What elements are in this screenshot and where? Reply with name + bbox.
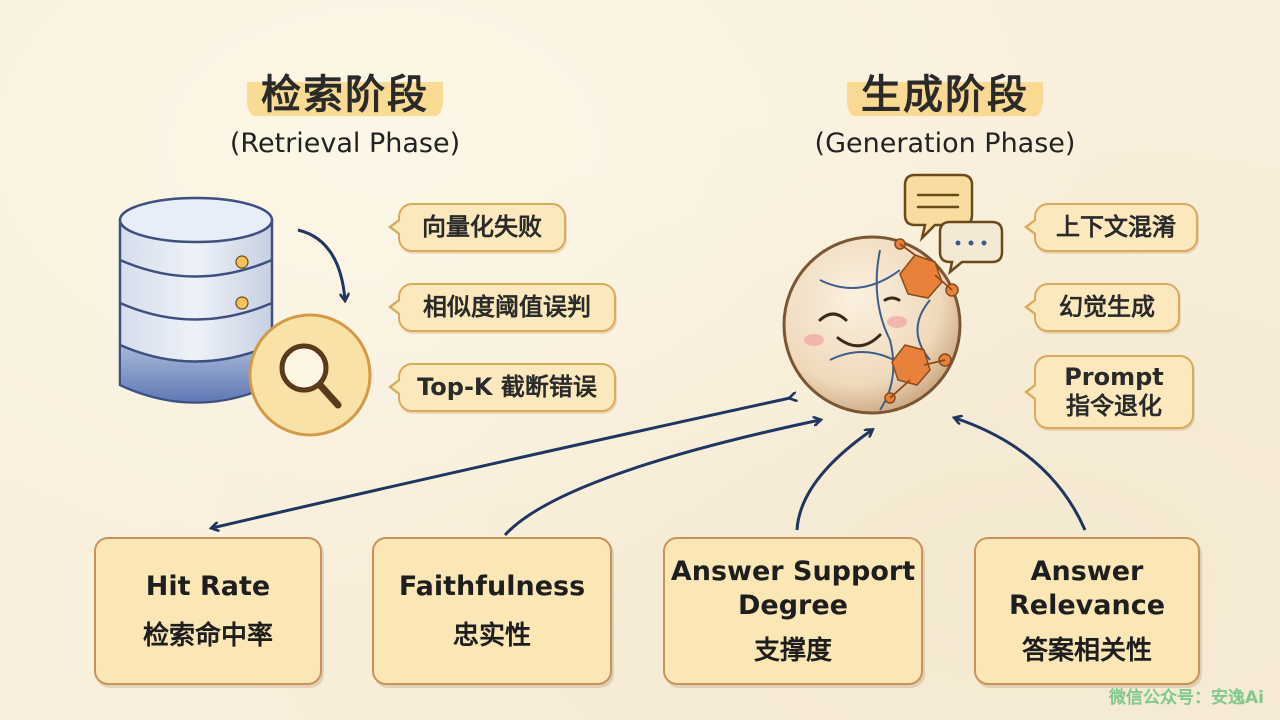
generation-phase-title: 生成阶段 (Generation Phase) <box>770 60 1120 159</box>
arrow-support <box>795 430 872 531</box>
metric-en: Hit Rate <box>145 570 271 602</box>
generation-issue-tag: 上下文混淆 <box>1024 203 1198 252</box>
retrieval-phase-title: 检索阶段 (Retrieval Phase) <box>170 60 520 159</box>
retrieval-flow-arrow <box>297 228 345 300</box>
metric-en: Answer <box>1030 555 1144 587</box>
arrow-hit-rate <box>212 398 790 528</box>
tag-line-2: 指令退化 <box>1066 391 1162 420</box>
metric-en-line2: Relevance <box>1008 589 1166 621</box>
metric-en: Faithfulness <box>398 570 586 602</box>
retrieval-issue-tag: 相似度阈值误判 <box>388 283 616 332</box>
arrow-relevance <box>955 418 1087 531</box>
metric-zh: 支撑度 <box>753 636 832 667</box>
arrow-faithfulness <box>503 420 820 537</box>
metric-zh: 忠实性 <box>452 621 531 652</box>
brain-sphere-icon <box>782 235 962 415</box>
generation-issue-tag: Prompt 指令退化 <box>1024 355 1194 429</box>
metric-card-faithfulness: Faithfulness 忠实性 <box>372 537 612 685</box>
watermark: 微信公众号：安逸Ai <box>1109 688 1264 708</box>
generation-title-en: (Generation Phase) <box>814 128 1076 159</box>
speech-bubble-icon <box>903 173 1004 276</box>
generation-title-zh: 生成阶段 <box>847 60 1043 122</box>
retrieval-title-zh: 检索阶段 <box>247 60 443 122</box>
retrieval-issue-tag: Top-K 截断错误 <box>388 363 616 412</box>
retrieval-issue-tag: 向量化失败 <box>388 203 566 252</box>
generation-issue-tag: 幻觉生成 <box>1024 283 1180 332</box>
metric-en-line2: Degree <box>738 589 848 621</box>
metric-card-hit-rate: Hit Rate 检索命中率 <box>94 537 322 685</box>
retrieval-title-en: (Retrieval Phase) <box>229 128 461 159</box>
tag-line-1: Prompt <box>1064 363 1164 391</box>
magnifier-icon <box>248 313 372 437</box>
metric-zh: 答案相关性 <box>1021 636 1152 667</box>
metric-card-answer-relevance: Answer Relevance 答案相关性 <box>974 537 1200 685</box>
metric-card-answer-support: Answer Support Degree 支撑度 <box>663 537 923 685</box>
metric-zh: 检索命中率 <box>142 621 273 652</box>
metric-en: Answer Support <box>670 555 916 587</box>
